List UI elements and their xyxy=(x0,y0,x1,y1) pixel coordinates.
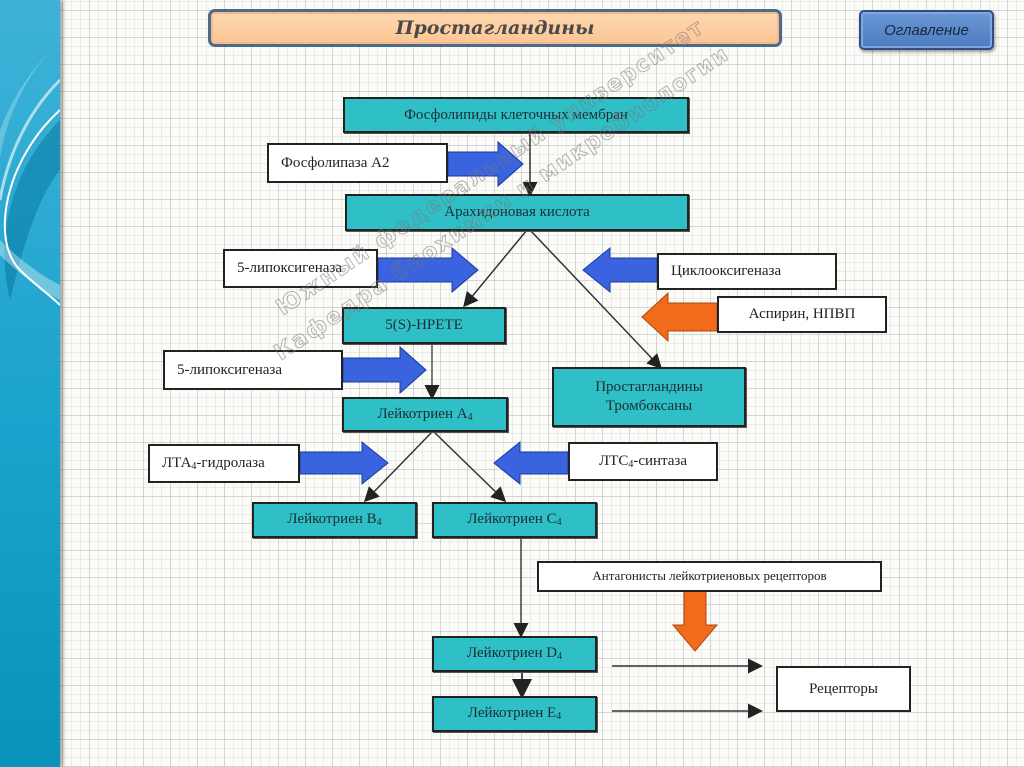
slide-title-bar: Простагландины xyxy=(208,9,782,47)
node-leukotriene-a4: Лейкотриен A4 xyxy=(342,397,508,432)
enzyme-ltc4-synthase-label: ЛТС4-синтаза xyxy=(599,452,687,472)
connector-lta4-to-ltc4 xyxy=(433,431,507,503)
node-ltd4-label: Лейкотриен D4 xyxy=(467,644,562,664)
table-of-contents-button[interactable]: Оглавление xyxy=(859,10,994,50)
node-ltb4-label: Лейкотриен B4 xyxy=(287,510,381,530)
lta4-sub: 4 xyxy=(467,411,473,423)
enzyme-cyclooxygenase: Циклооксигеназа xyxy=(657,253,837,290)
node-prostaglandins-thromboxanes: Простагландины Тромбоксаны xyxy=(552,367,746,427)
arrow-antagonists-down xyxy=(671,590,719,652)
arrow-aspirin-left xyxy=(641,291,718,343)
enzyme-5-lipoxygenase-1: 5-липоксигеназа xyxy=(223,249,378,288)
ltc4s-pre: ЛТС xyxy=(598,452,629,469)
enzyme-ltc4-synthase: ЛТС4-синтаза xyxy=(568,442,718,481)
arrow-lox2-right xyxy=(342,345,427,395)
node-ltc4-label: Лейкотриен C4 xyxy=(467,510,561,530)
node-prostaglandins-label: Простагландины xyxy=(595,379,703,396)
inhibitor-aspirin-label: Аспирин, НПВП xyxy=(748,306,856,323)
enzyme-pla2-label: Фосфолипаза А2 xyxy=(281,154,390,171)
connector-arachidonic-to-hpete xyxy=(463,229,528,308)
ltd4-base: Лейкотриен D xyxy=(466,645,558,662)
node-leukotriene-d4: Лейкотриен D4 xyxy=(432,636,597,672)
node-receptors: Рецепторы xyxy=(776,666,911,712)
node-receptors-label: Рецепторы xyxy=(809,680,878,697)
node-hpete-label: 5(S)-HPETE xyxy=(385,317,463,334)
inhibitor-antagonists-label: Антагонисты лейкотриеновых рецепторов xyxy=(592,568,827,584)
enzyme-lta4-hydrolase-label: ЛТА4-гидролаза xyxy=(162,454,265,474)
node-phospholipids: Фосфолипиды клеточных мембран xyxy=(343,97,689,133)
lta4h-sub: 4 xyxy=(191,460,197,472)
lta4-base: Лейкотриен A xyxy=(377,405,468,422)
node-leukotriene-b4: Лейкотриен B4 xyxy=(252,502,417,538)
ltb4-sub: 4 xyxy=(376,517,382,529)
node-thromboxanes-label: Тромбоксаны xyxy=(605,398,693,414)
ltc4s-post: -синтаза xyxy=(633,452,688,469)
inhibitor-aspirin-nsaid: Аспирин, НПВП xyxy=(717,296,887,333)
ltc4-base: Лейкотриен C xyxy=(467,511,557,528)
node-leukotriene-c4: Лейкотриен C4 xyxy=(432,502,597,538)
toc-button-label: Оглавление xyxy=(884,21,969,39)
ltc4s-sub: 4 xyxy=(628,458,634,470)
lte4-sub: 4 xyxy=(556,711,562,723)
ltd4-sub: 4 xyxy=(557,651,563,663)
ltb4-base: Лейкотриен B xyxy=(287,511,377,528)
inhibitor-leukotriene-receptor-antagonists: Антагонисты лейкотриеновых рецепторов xyxy=(537,561,882,592)
lte4-base: Лейкотриен E xyxy=(467,705,557,722)
swoosh-decoration xyxy=(0,40,60,306)
connector-lta4-to-ltb4 xyxy=(363,431,433,503)
node-lte4-label: Лейкотриен E4 xyxy=(468,704,561,724)
lta4h-pre: ЛТА xyxy=(162,454,192,471)
enzyme-lox2-label: 5-липоксигеназа xyxy=(177,361,283,378)
node-lta4-label: Лейкотриен A4 xyxy=(377,405,472,425)
node-leukotriene-e4: Лейкотриен E4 xyxy=(432,696,597,732)
arrow-ltc4-synthase-left xyxy=(493,440,569,486)
enzyme-lta4-hydrolase: ЛТА4-гидролаза xyxy=(148,444,300,483)
node-5s-hpete: 5(S)-HPETE xyxy=(342,307,506,344)
enzyme-phospholipase-a2: Фосфолипаза А2 xyxy=(267,143,448,183)
slide-title: Простагландины xyxy=(395,17,595,39)
arrow-lta4-hydrolase-right xyxy=(299,440,389,486)
arrow-cox-left xyxy=(582,246,658,294)
enzyme-cox-label: Циклооксигеназа xyxy=(671,263,782,280)
enzyme-lox1-label: 5-липоксигеназа xyxy=(237,260,343,277)
lta4h-post: -гидролаза xyxy=(196,454,265,471)
connector-arachidonic-to-prostaglandins xyxy=(529,229,663,370)
ltc4-sub: 4 xyxy=(556,517,562,529)
node-arachidonic-acid: Арахидоновая кислота xyxy=(345,194,689,231)
node-arachidonic-label: Арахидоновая кислота xyxy=(444,204,590,221)
node-phospholipids-label: Фосфолипиды клеточных мембран xyxy=(404,106,628,123)
decorative-sidebar xyxy=(0,0,60,767)
enzyme-5-lipoxygenase-2: 5-липоксигеназа xyxy=(163,350,343,390)
